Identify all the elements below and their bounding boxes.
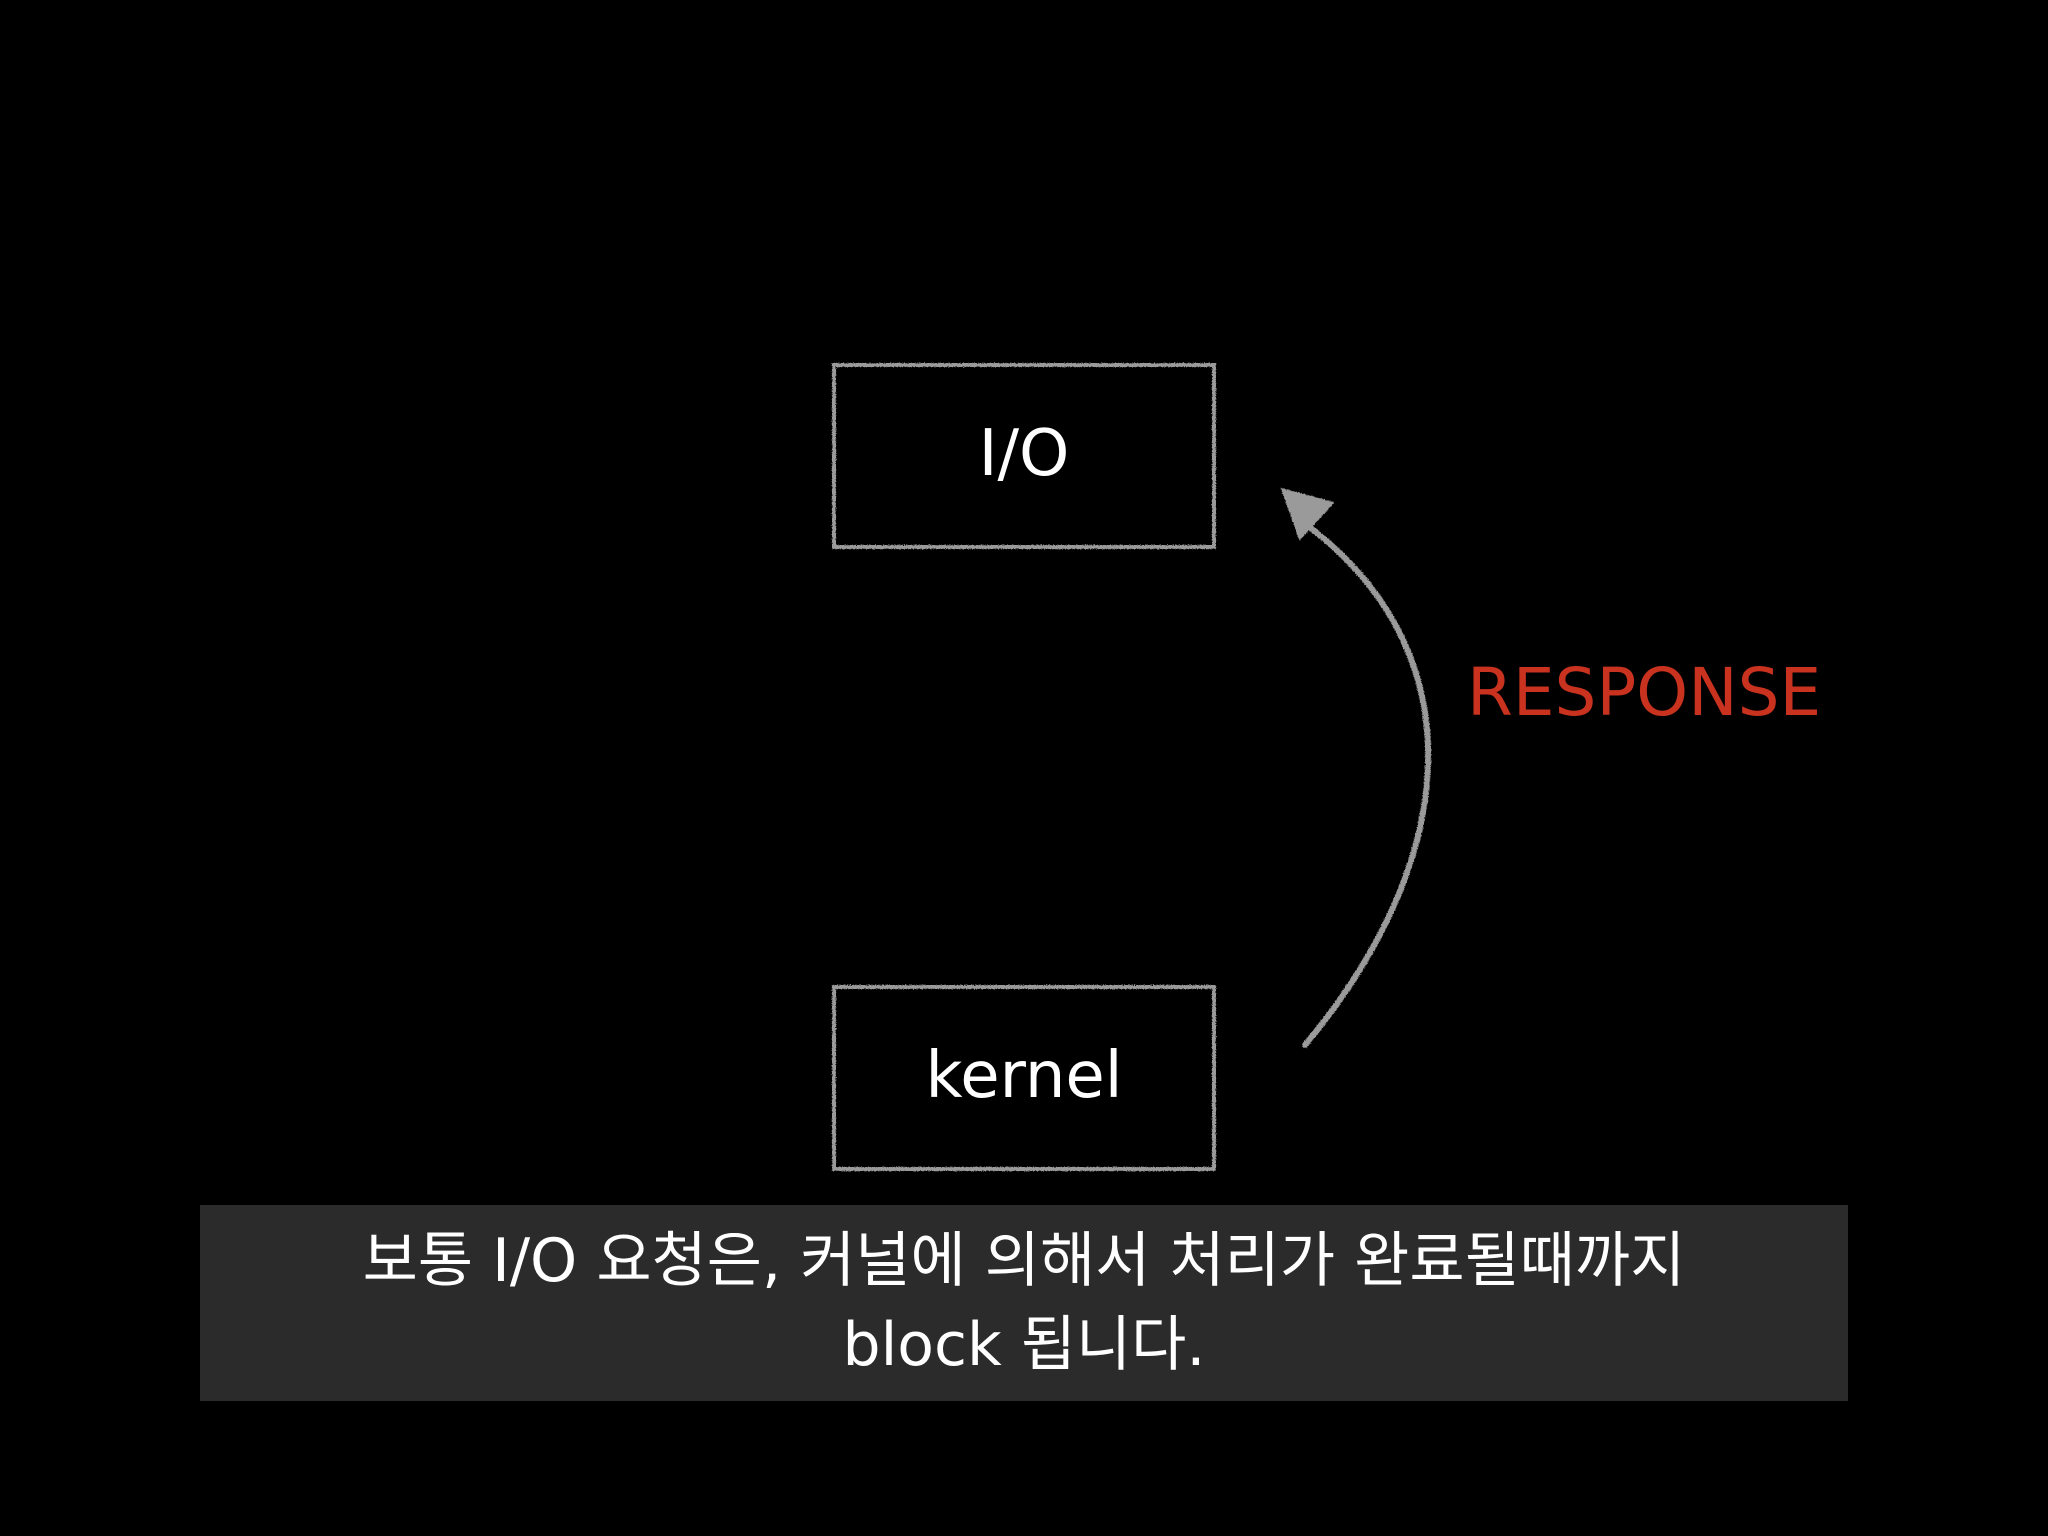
kernel-box-border [832, 985, 1216, 1171]
response-arrow-head [1280, 487, 1335, 541]
response-label: RESPONSE [1467, 654, 1821, 731]
io-box-border [832, 363, 1216, 549]
subtitle-text: 보통 I/O 요청은, 커널에 의해서 처리가 완료될때까지 block 됩니다… [362, 1226, 1686, 1380]
io-box-label: I/O [979, 417, 1070, 491]
subtitle-caption: 보통 I/O 요청은, 커널에 의해서 처리가 완료될때까지 block 됩니다… [200, 1205, 1848, 1401]
response-arrow-shaft [1297, 517, 1432, 1048]
response-arrow [1280, 487, 1432, 1048]
kernel-box: kernel [832, 985, 1216, 1171]
io-box: I/O [832, 363, 1216, 549]
kernel-box-label: kernel [925, 1039, 1122, 1113]
